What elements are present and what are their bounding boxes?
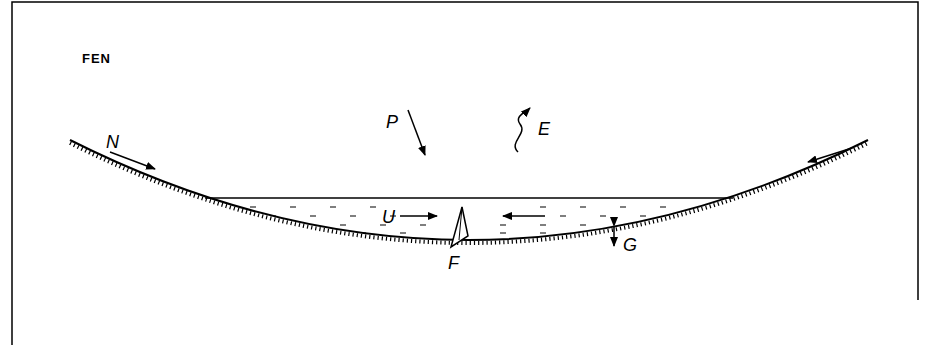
inflow-arrow <box>110 152 155 169</box>
flow-label: N <box>106 133 119 151</box>
flow-label: U <box>382 208 395 226</box>
outflow-symbol <box>459 207 462 240</box>
flow-label: G <box>623 236 637 254</box>
water-surface <box>205 197 733 199</box>
frame <box>12 2 918 345</box>
precipitation-arrow <box>408 110 425 155</box>
flow-label: P <box>386 113 398 131</box>
flow-label: E <box>538 120 550 138</box>
flow-arrow <box>400 215 437 217</box>
evaporation-arrow <box>515 108 530 152</box>
fen-title: FEN <box>82 52 111 65</box>
basin-ground <box>70 140 868 240</box>
outflow-symbol <box>451 207 468 247</box>
ground-hatching <box>70 143 868 243</box>
groundwater-arrow <box>613 226 615 246</box>
inflow-arrow <box>808 148 852 162</box>
flow-arrow <box>503 215 545 217</box>
flow-label: F <box>448 254 459 272</box>
water-dashes <box>250 207 706 233</box>
